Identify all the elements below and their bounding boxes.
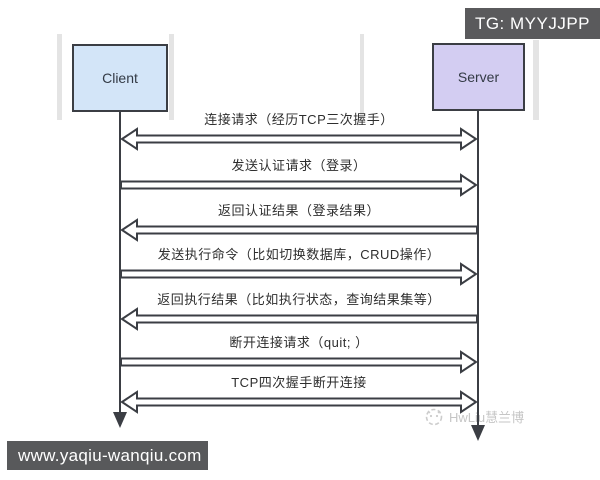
site-url-text: www.yaqiu-wanqiu.com: [18, 445, 202, 465]
message-label: 发送执行命令（比如切换数据库，CRUD操作）: [157, 247, 441, 262]
server-lifeline: [477, 109, 479, 425]
message-arrow-icon: [120, 173, 478, 197]
background-strip: [533, 40, 539, 120]
message-arrow-icon: [120, 390, 478, 414]
message-arrow-icon: [120, 262, 478, 286]
site-url-bar: www.yaqiu-wanqiu.com: [7, 441, 208, 470]
server-lifeline-arrowhead-icon: [471, 425, 485, 441]
background-strip: [57, 34, 62, 120]
message-label: 返回认证结果（登录结果）: [217, 203, 380, 218]
background-strip: [360, 34, 364, 120]
actor-server-box: Server: [432, 43, 525, 111]
client-lifeline-arrowhead-icon: [113, 412, 127, 428]
message-label: 返回执行结果（比如执行状态，查询结果集等）: [157, 292, 441, 307]
actor-server-label: Server: [457, 69, 500, 85]
message-row: 发送执行命令（比如切换数据库，CRUD操作）: [120, 247, 478, 286]
watermark-text: HwLiu慧兰博: [449, 409, 525, 425]
watermark: HwLiu慧兰博: [424, 406, 524, 426]
message-label: 断开连接请求（quit; ）: [229, 335, 369, 350]
message-row: 返回认证结果（登录结果）: [120, 203, 478, 242]
message-arrow-icon: [120, 307, 478, 331]
message-row: TCP四次握手断开连接: [120, 375, 478, 414]
message-row: 发送认证请求（登录）: [120, 158, 478, 197]
actor-client-box: Client: [72, 44, 168, 112]
message-label: 发送认证请求（登录）: [231, 158, 367, 173]
client-lifeline: [119, 110, 121, 412]
background-strip: [169, 34, 174, 120]
tg-badge-text: TG: MYYJJPP: [474, 13, 591, 33]
watermark-logo-icon: [425, 408, 443, 426]
message-row: 返回执行结果（比如执行状态，查询结果集等）: [120, 292, 478, 331]
message-row: 连接请求（经历TCP三次握手）: [120, 112, 478, 151]
message-row: 断开连接请求（quit; ）: [120, 335, 478, 374]
actor-client-label: Client: [102, 70, 138, 86]
tg-badge: TG: MYYJJPP: [465, 8, 600, 39]
message-arrow-icon: [120, 127, 478, 151]
message-label: TCP四次握手断开连接: [231, 375, 367, 390]
message-label: 连接请求（经历TCP三次握手）: [204, 112, 394, 127]
message-arrow-icon: [120, 350, 478, 374]
message-arrow-icon: [120, 218, 478, 242]
